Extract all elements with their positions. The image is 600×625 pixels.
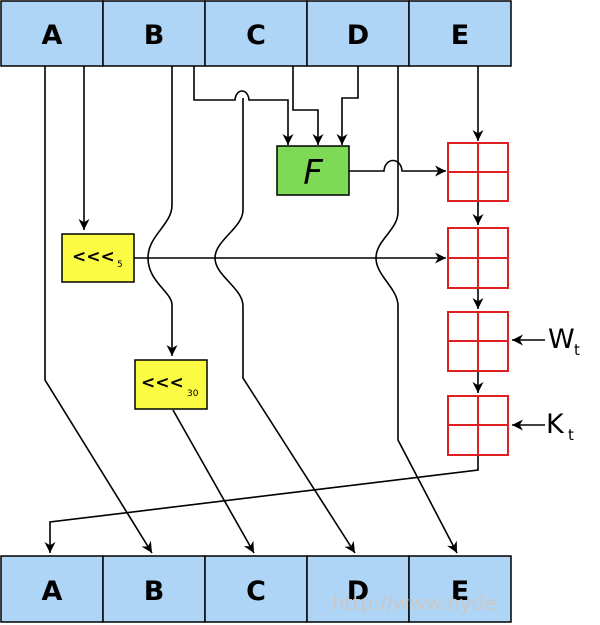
- bottom-register-d-label: D: [347, 576, 369, 607]
- rotate-left-30-block: <<< 30: [134, 359, 208, 410]
- top-register-b-label: B: [144, 20, 165, 51]
- top-register-d: D: [306, 0, 410, 67]
- rotate-left-5-amount: 5: [117, 260, 123, 270]
- top-register-b: B: [102, 0, 206, 67]
- rotate-left-5-label: <<<: [72, 247, 115, 267]
- adder-3: [447, 311, 509, 372]
- bottom-register-b-label: B: [144, 576, 165, 607]
- input-w-subscript: t: [574, 341, 580, 359]
- wire-d-to-f: [336, 66, 359, 145]
- function-f-label: F: [303, 153, 323, 193]
- top-register-d-label: D: [347, 20, 369, 51]
- bottom-register-b: B: [102, 555, 206, 623]
- bottom-register-e-label: E: [451, 576, 469, 607]
- wire-rotate30-to-c: [172, 409, 255, 554]
- bottom-register-a: A: [0, 555, 104, 623]
- wire-adder4-to-a: [44, 455, 479, 553]
- top-register-a: A: [0, 0, 104, 67]
- bottom-register-c: C: [204, 555, 308, 623]
- wire-a-to-b: [44, 66, 153, 554]
- input-w-label: W: [548, 324, 575, 355]
- top-register-a-label: A: [42, 20, 63, 51]
- top-register-e: E: [408, 0, 512, 67]
- adder-4: [447, 395, 509, 456]
- top-register-row: A B C D E: [0, 0, 512, 67]
- wire-b-to-rotate30: [147, 66, 178, 356]
- input-w: W t: [548, 324, 580, 359]
- wire-b-to-f: [193, 66, 294, 145]
- input-k-label: K: [546, 409, 565, 440]
- bottom-register-d: D: [306, 555, 410, 623]
- watermark: http://www.nyde: [332, 591, 496, 615]
- input-k-subscript: t: [568, 426, 574, 444]
- wire-c-to-f: [292, 66, 324, 145]
- bottom-register-c-label: C: [246, 576, 266, 607]
- top-register-e-label: E: [451, 20, 469, 51]
- wire-f-to-adder1: [349, 159, 446, 177]
- bottom-register-a-label: A: [42, 576, 63, 607]
- adder-2: [447, 227, 509, 289]
- adder-1: [447, 142, 509, 202]
- wire-d-to-e: [375, 66, 458, 554]
- wires: [44, 66, 545, 554]
- rotate-left-5-block: <<< 5: [61, 233, 135, 283]
- rotate-left-30-label: <<<: [141, 373, 184, 393]
- top-register-c: C: [204, 0, 308, 67]
- input-k: K t: [546, 409, 574, 444]
- bottom-register-e: E: [408, 555, 512, 623]
- bottom-register-row: A B C D E: [0, 555, 512, 623]
- rotate-left-30-amount: 30: [187, 389, 199, 399]
- function-f-block: F: [276, 145, 350, 196]
- top-register-c-label: C: [246, 20, 266, 51]
